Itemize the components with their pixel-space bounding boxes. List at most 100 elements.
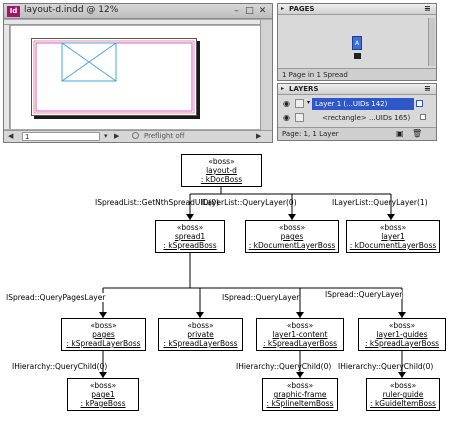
pages-count-label: 1 Page in 1 Spread <box>282 71 348 79</box>
panel-collapse-icon[interactable]: ▸ <box>281 85 285 92</box>
page-menu-icon[interactable]: ▾ <box>104 132 108 140</box>
boss-box-ruler-guide: «boss» ruler-guide : kGuideItemBoss <box>366 378 440 411</box>
box-stereotype: «boss» <box>286 321 314 330</box>
box-name: pages <box>92 330 115 339</box>
box-stereotype: «boss» <box>389 381 417 390</box>
box-name: private <box>187 330 214 339</box>
vertical-scrollbar[interactable] <box>260 20 272 130</box>
pages-panel: ▸ PAGES ≡ A 1 Page in 1 Spread <box>277 3 437 81</box>
minimize-icon[interactable]: – <box>234 6 239 16</box>
vertical-ruler <box>4 25 10 129</box>
pages-panel-tab[interactable]: ▸ PAGES ≡ <box>278 4 436 15</box>
edge-label-query-layer-0: ILayerList::QueryLayer(0) <box>201 198 297 207</box>
edge-label-query-layer-1: ILayerList::QueryLayer(1) <box>332 198 428 207</box>
boss-box-spread1: «boss» spread1 : kSpreadBoss <box>155 220 225 253</box>
box-type: : kDocBoss <box>200 175 243 184</box>
document-page[interactable] <box>31 38 197 116</box>
horizontal-ruler <box>4 20 260 25</box>
object-model-diagram: ISpreadList::GetNthSpreadUID(0) ILayerLi… <box>0 150 464 431</box>
box-type: : kSpreadLayerBoss <box>262 339 338 348</box>
panel-menu-icon[interactable]: ≡ <box>424 4 431 13</box>
object-name[interactable]: <rectangle> ...UIDs 165) <box>322 114 411 122</box>
box-name: spread1 <box>174 232 206 241</box>
graphic-frame-placeholder[interactable] <box>61 42 117 82</box>
edge-label-hierarchy-query-child: IHierarchy::QueryChild(0) <box>338 362 434 371</box>
lock-toggle[interactable] <box>295 113 304 122</box>
indesign-app-icon: Id <box>7 6 20 17</box>
boss-box-layer1-guides: «boss» layer1-guides : kSpreadLayerBoss <box>358 318 446 351</box>
layer-color-swatch[interactable] <box>416 100 423 107</box>
box-type: : kSpreadLayerBoss <box>163 339 238 348</box>
layers-panel-footer: Page: 1, 1 Layer ▣ 🗑 <box>278 127 436 140</box>
box-stereotype: «boss» <box>176 223 204 232</box>
maximize-icon[interactable]: □ <box>245 6 254 16</box>
edge-label-spread-query-layer: ISpread::QueryLayer <box>222 293 300 302</box>
visibility-eye-icon[interactable]: ◉ <box>283 113 290 122</box>
boss-box-graphic-frame: «boss» graphic-frame : kSplineItemBoss <box>262 378 338 411</box>
document-title: layout-d.indd @ 12% <box>24 5 119 15</box>
scroll-right-icon[interactable]: ▶ <box>256 132 262 140</box>
page-number-field[interactable]: 1 <box>22 132 100 141</box>
next-page-icon[interactable]: ▶ <box>114 132 120 140</box>
box-name: page1 <box>91 390 115 399</box>
layers-panel-title: LAYERS <box>289 85 319 93</box>
trash-icon[interactable]: 🗑 <box>412 129 423 138</box>
edge-label-query-pages-layer: ISpread::QueryPagesLayer <box>6 293 106 302</box>
layer-name[interactable]: Layer 1 (...UIDs 142) <box>312 98 414 110</box>
document-window: Id layout-d.indd @ 12% – □ ✕ ◀ 1 ▾ ▶ Pre <box>3 3 273 143</box>
visibility-eye-icon[interactable]: ◉ <box>283 99 290 108</box>
boss-box-page1: «boss» page1 : kPageBoss <box>67 378 139 411</box>
box-name: layer1 <box>381 232 405 241</box>
pages-panel-footer: 1 Page in 1 Spread <box>278 68 436 80</box>
boss-box-pages-document-layer: «boss» pages : kDocumentLayerBoss <box>245 220 339 253</box>
page-artwork <box>33 40 195 114</box>
edge-label-get-nth-spread: ISpreadList::GetNthSpreadUID(0) <box>95 198 219 207</box>
box-name: layer1-guides <box>376 330 428 339</box>
pages-panel-title: PAGES <box>289 5 315 13</box>
document-titlebar[interactable]: Id layout-d.indd @ 12% – □ ✕ <box>4 4 272 19</box>
layers-count-label: Page: 1, 1 Layer <box>282 130 339 138</box>
panel-collapse-icon[interactable]: ▸ <box>281 5 285 12</box>
layer-row[interactable]: ◉ <rectangle> ...UIDs 165) <box>278 112 436 124</box>
box-stereotype: «boss» <box>379 223 407 232</box>
prev-page-icon[interactable]: ◀ <box>8 132 14 140</box>
box-type: : kSpreadLayerBoss <box>66 339 141 348</box>
box-type: : kSpreadBoss <box>163 241 217 250</box>
expand-triangle-icon[interactable]: ▾ <box>307 99 311 106</box>
box-type: : kPageBoss <box>80 399 126 408</box>
box-type: : kSpreadLayerBoss <box>364 339 440 348</box>
boss-box-pages-spread-layer: «boss» pages : kSpreadLayerBoss <box>61 318 146 351</box>
pages-scrollbar[interactable] <box>428 18 435 66</box>
layer-row[interactable]: ◉ ▾ Layer 1 (...UIDs 142) <box>278 98 436 110</box>
box-type: : kSplineItemBoss <box>266 399 334 408</box>
boss-box-layout-d: «boss» layout-d : kDocBoss <box>181 154 262 187</box>
edge-label-hierarchy-query-child: IHierarchy::QueryChild(0) <box>236 362 332 371</box>
boss-box-layer1-content: «boss» layer1-content : kSpreadLayerBoss <box>256 318 344 351</box>
box-stereotype: «boss» <box>90 321 117 330</box>
box-name: pages <box>280 232 304 241</box>
close-icon[interactable]: ✕ <box>258 6 267 16</box>
box-stereotype: «boss» <box>208 157 235 166</box>
object-select-square[interactable] <box>420 114 426 120</box>
box-name: layout-d <box>206 166 237 175</box>
box-type: : kDocumentLayerBoss <box>349 241 437 250</box>
document-statusbar: ◀ 1 ▾ ▶ Preflight off ▶ <box>4 130 272 142</box>
layers-panel: ▸ LAYERS ≡ ◉ ▾ Layer 1 (...UIDs 142) ◉ <… <box>277 83 437 141</box>
layers-panel-tab[interactable]: ▸ LAYERS ≡ <box>278 84 436 95</box>
document-canvas[interactable] <box>11 26 260 129</box>
edge-label-hierarchy-query-child: IHierarchy::QueryChild(0) <box>12 362 108 371</box>
new-layer-icon[interactable]: ▣ <box>396 129 404 138</box>
lock-toggle[interactable] <box>295 99 304 108</box>
box-type: : kGuideItemBoss <box>370 399 436 408</box>
edge-label-spread-query-layer: ISpread::QueryLayer <box>325 290 403 299</box>
page-thumbnail[interactable]: A <box>352 36 362 50</box>
box-stereotype: «boss» <box>187 321 214 330</box>
box-stereotype: «boss» <box>286 381 314 390</box>
box-type: : kDocumentLayerBoss <box>248 241 336 250</box>
preflight-status[interactable]: Preflight off <box>144 132 185 140</box>
panel-menu-icon[interactable]: ≡ <box>424 84 431 93</box>
preflight-status-icon[interactable] <box>132 132 139 139</box>
box-stereotype: «boss» <box>388 321 416 330</box>
boss-box-layer1: «boss» layer1 : kDocumentLayerBoss <box>346 220 440 253</box>
box-stereotype: «boss» <box>89 381 117 390</box>
